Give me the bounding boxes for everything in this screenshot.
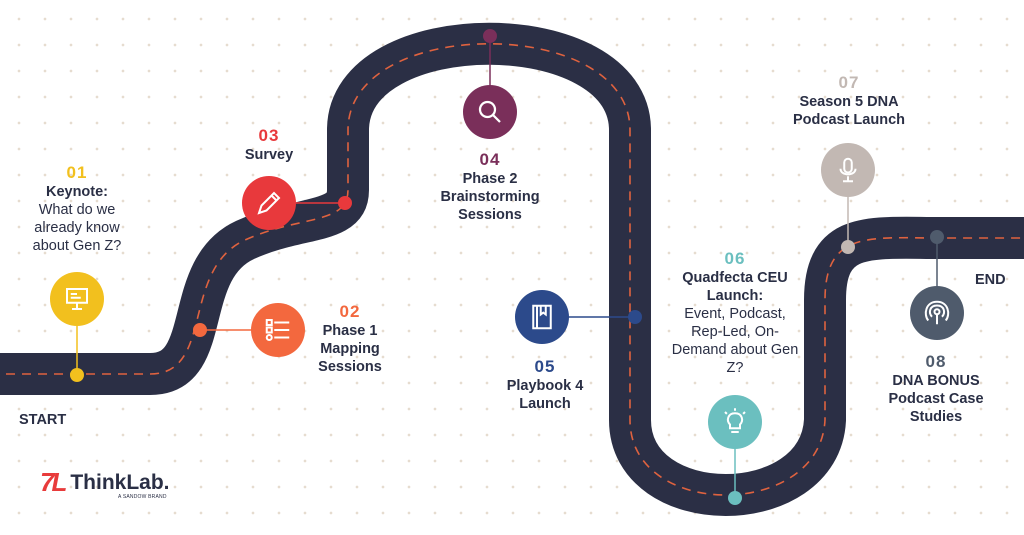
thinklab-logo: 7L ThinkLab. A SANDOW BRAND bbox=[40, 467, 170, 500]
milestone-dot-04 bbox=[483, 29, 497, 43]
step-03-number: 03 bbox=[258, 126, 280, 145]
checklist-icon bbox=[265, 319, 290, 341]
step-04-label: 04 Phase 2 Brainstorming Sessions bbox=[430, 150, 550, 224]
milestone-dot-06 bbox=[728, 491, 742, 505]
presentation-board-icon bbox=[66, 288, 88, 310]
step-02-number: 02 bbox=[339, 302, 361, 321]
microphone-icon bbox=[839, 157, 857, 183]
step-01-number: 01 bbox=[66, 163, 88, 182]
logo-brand: ThinkLab. bbox=[70, 470, 170, 494]
milestone-dot-03 bbox=[338, 196, 352, 210]
milestone-dot-07 bbox=[841, 240, 855, 254]
step-01-title: Keynote: bbox=[45, 184, 109, 200]
step-05-title: Playbook 4 Launch bbox=[506, 378, 584, 412]
lightbulb-icon bbox=[724, 408, 746, 433]
step-08-number: 08 bbox=[925, 352, 947, 371]
step-06-number: 06 bbox=[724, 249, 746, 268]
step-07-number: 07 bbox=[838, 73, 860, 92]
milestone-dot-05 bbox=[628, 310, 642, 324]
step-07-title: Season 5 DNA Podcast Launch bbox=[793, 94, 905, 128]
step-03-label: 03 Survey bbox=[232, 126, 306, 164]
book-icon bbox=[532, 304, 552, 330]
logo-subtitle: A SANDOW BRAND bbox=[118, 494, 167, 500]
step-03-title: Survey bbox=[244, 147, 294, 163]
step-05-icon-badge bbox=[515, 290, 569, 344]
step-05-label: 05 Playbook 4 Launch bbox=[490, 357, 600, 413]
step-02-title: Phase 1 Mapping Sessions bbox=[318, 323, 382, 375]
milestone-dot-01 bbox=[70, 368, 84, 382]
step-08-label: 08 DNA BONUS Podcast Case Studies bbox=[880, 352, 992, 426]
step-06-icon-badge bbox=[708, 395, 762, 449]
step-02-label: 02 Phase 1 Mapping Sessions bbox=[300, 302, 400, 376]
step-08-icon-badge bbox=[910, 286, 964, 340]
step-07-label: 07 Season 5 DNA Podcast Launch bbox=[785, 73, 913, 129]
step-08-title: DNA BONUS Podcast Case Studies bbox=[888, 373, 984, 425]
step-01-label: 01 Keynote: What do we already know abou… bbox=[18, 163, 136, 255]
step-04-title: Phase 2 Brainstorming Sessions bbox=[440, 171, 540, 223]
logo-mark: 7L bbox=[40, 467, 67, 497]
step-01-description: What do we already know about Gen Z? bbox=[32, 202, 122, 254]
pencil-icon bbox=[257, 191, 281, 215]
start-label: START bbox=[19, 412, 67, 428]
end-label: END bbox=[975, 272, 1006, 288]
step-06-label: 06 Quadfecta CEU Launch: Event, Podcast,… bbox=[670, 249, 800, 377]
milestone-dot-08 bbox=[930, 230, 944, 244]
step-06-description: Event, Podcast, Rep-Led, On-Demand about… bbox=[671, 306, 799, 376]
step-05-number: 05 bbox=[534, 357, 556, 376]
step-01-icon-badge bbox=[50, 272, 104, 326]
step-04-number: 04 bbox=[479, 150, 501, 169]
step-06-title: Quadfecta CEU Launch: bbox=[682, 270, 788, 304]
milestone-dot-02 bbox=[193, 323, 207, 337]
magnifier-icon bbox=[478, 100, 501, 123]
step-02-icon-badge bbox=[251, 303, 305, 357]
podcast-icon bbox=[924, 300, 950, 325]
step-07-icon-badge bbox=[821, 143, 875, 197]
step-03-icon-badge bbox=[242, 176, 296, 230]
step-04-icon-badge bbox=[463, 85, 517, 139]
